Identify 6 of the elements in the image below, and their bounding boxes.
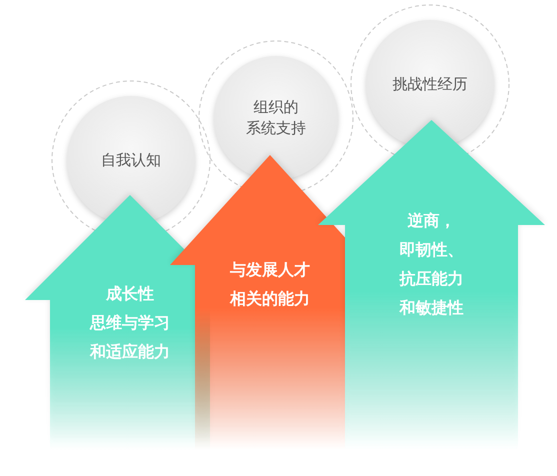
arrow-label: 逆商，即韧性、抗压能力和敏捷性 [400,210,464,319]
circle-label: 组织的系统支持 [246,97,306,139]
arrow-label: 与发展人才相关的能力 [230,259,310,310]
circle-label: 自我认知 [101,150,161,170]
arrow-label: 成长性思维与学习和适应能力 [90,283,170,363]
circle-label: 挑战性经历 [392,74,468,94]
